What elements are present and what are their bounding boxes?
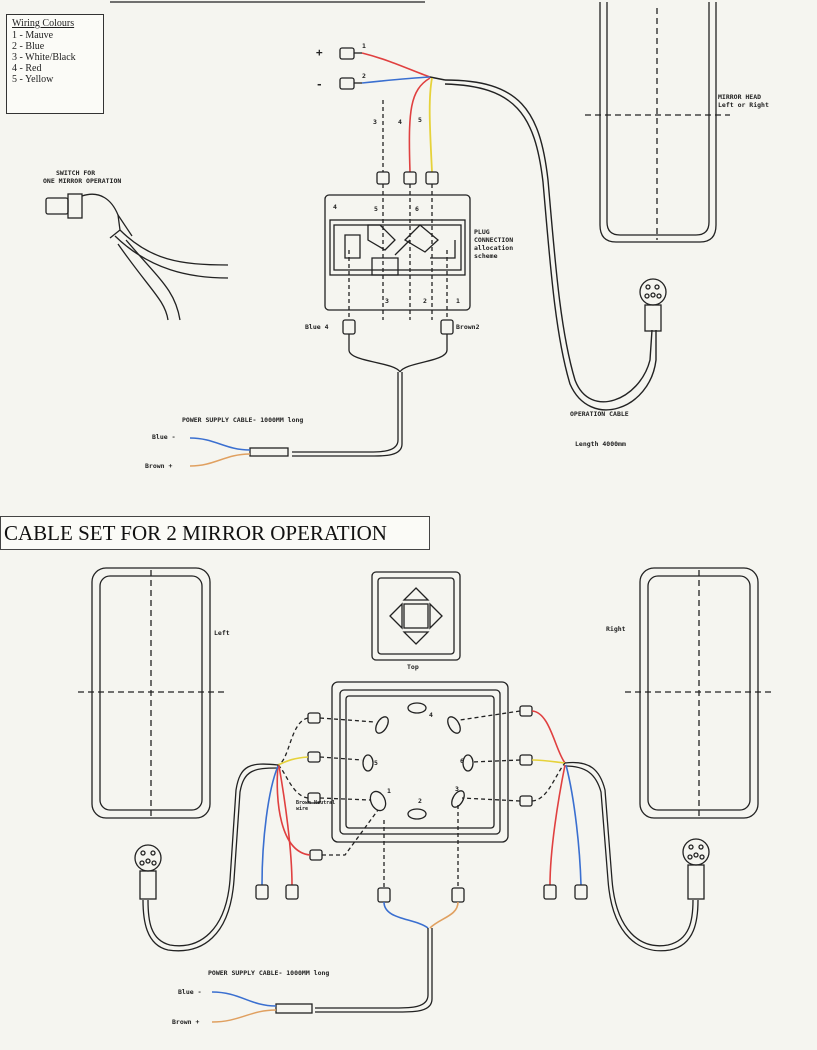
operation-cable bbox=[444, 79, 653, 403]
blue-minus-label-bottom: Blue - bbox=[178, 988, 202, 996]
legend-item: 3 - White/Black bbox=[12, 52, 76, 63]
switch-pin-number: 6 bbox=[460, 757, 464, 765]
power-cable-left-branch bbox=[348, 334, 401, 373]
legend-item: 2 - Blue bbox=[12, 41, 45, 52]
top-mirror-head bbox=[585, 2, 730, 243]
brown-plus-label: Brown + bbox=[145, 462, 173, 470]
operation-cable-label: OPERATION CABLE bbox=[570, 410, 629, 418]
wire-red-1 bbox=[361, 52, 431, 78]
switch-label: ONE MIRROR OPERATION bbox=[43, 177, 122, 185]
top-plugs bbox=[376, 171, 439, 185]
top-round-connector bbox=[639, 278, 667, 332]
wire-number: 5 bbox=[418, 116, 422, 124]
bottom-plugs bbox=[342, 319, 454, 335]
box-pin-number: 3 bbox=[385, 297, 389, 305]
brown-plus-label-bottom: Brown + bbox=[172, 1018, 200, 1026]
section-title: CABLE SET FOR 2 MIRROR OPERATION bbox=[0, 516, 430, 550]
right-operation-cable bbox=[564, 761, 694, 947]
legend-item: 4 - Red bbox=[12, 63, 42, 74]
switch-sketch bbox=[45, 193, 229, 321]
bottom-power-plugs bbox=[377, 887, 465, 903]
wire-yellow-5 bbox=[428, 77, 433, 173]
plug-connection-label: allocation bbox=[474, 244, 514, 252]
blue-minus-label: Blue - bbox=[152, 433, 176, 441]
box-pin-number: 1 bbox=[456, 297, 460, 305]
left-switch-plugs bbox=[307, 712, 323, 861]
plug-connection-box bbox=[324, 194, 471, 311]
wire-blue-2 bbox=[361, 76, 431, 84]
switch-pin-number: 2 bbox=[418, 797, 422, 805]
wire-number: 1 bbox=[362, 42, 366, 50]
left-mirror-label: Left bbox=[214, 629, 230, 637]
left-mirror bbox=[78, 567, 225, 819]
brown-label: Brown2 bbox=[456, 323, 480, 331]
switch-pin-number: 3 bbox=[455, 785, 459, 793]
switch-label: SWITCH FOR bbox=[56, 169, 96, 177]
right-mirror bbox=[625, 567, 772, 819]
minus-label: - bbox=[316, 78, 323, 91]
length-label: Length 4000mm bbox=[575, 440, 626, 448]
switch-top-view bbox=[371, 571, 461, 661]
right-mirror-label: Right bbox=[606, 625, 626, 633]
wire-number: 2 bbox=[362, 72, 366, 80]
right-round-connector bbox=[682, 838, 710, 900]
wire-red-4 bbox=[408, 77, 431, 173]
wire-number: 4 bbox=[398, 118, 402, 126]
power-supply-cable-bottom bbox=[315, 928, 429, 1009]
top-terminal-connectors bbox=[339, 47, 362, 90]
wire-number: 3 bbox=[373, 118, 377, 126]
plug-connection-label: scheme bbox=[474, 252, 498, 260]
plus-label: + bbox=[316, 46, 323, 59]
mirror-head-label: Left or Right bbox=[718, 101, 769, 109]
right-switch-plugs bbox=[519, 705, 533, 807]
switch-connection-box bbox=[331, 681, 509, 843]
mirror-head-label: MIRROR HEAD bbox=[718, 93, 762, 101]
legend-item: 5 - Yellow bbox=[12, 74, 54, 85]
switch-pin-number: 1 bbox=[387, 787, 391, 795]
box-pin-number: 5 bbox=[374, 205, 378, 213]
power-cable-label: POWER SUPPLY CABLE- 1000MM long bbox=[182, 416, 304, 424]
box-pin-number: 4 bbox=[333, 203, 337, 211]
top-view-label: Top bbox=[407, 663, 419, 671]
left-round-connector bbox=[134, 844, 162, 900]
power-supply-cable-top bbox=[292, 372, 399, 453]
small-note: Brown Neutral wire bbox=[296, 800, 336, 812]
plug-connection-label: PLUG bbox=[474, 228, 490, 236]
legend-item: 1 - Mauve bbox=[12, 30, 54, 41]
wire-brown-power bbox=[189, 453, 251, 467]
left-operation-cable bbox=[147, 763, 279, 947]
box-pin-number: 6 bbox=[415, 205, 419, 213]
wiring-colours-legend: Wiring Colours 1 - Mauve 2 - Blue 3 - Wh… bbox=[6, 14, 104, 114]
wire-blue-power bbox=[189, 437, 251, 451]
blue4-label: Blue 4 bbox=[305, 323, 329, 331]
power-cable-label-bottom: POWER SUPPLY CABLE- 1000MM long bbox=[208, 969, 330, 977]
switch-pin-number: 5 bbox=[374, 759, 378, 767]
switch-pin-number: 4 bbox=[429, 711, 433, 719]
legend-title: Wiring Colours bbox=[12, 18, 75, 29]
plug-connection-label: CONNECTION bbox=[474, 236, 514, 244]
box-pin-number: 2 bbox=[423, 297, 427, 305]
